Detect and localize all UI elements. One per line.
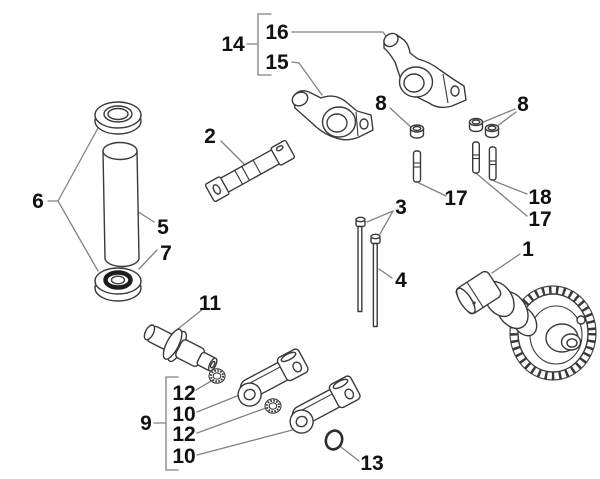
leader-8-right	[480, 108, 517, 128]
leader-lines	[47, 13, 528, 471]
washer-12a-drawing	[208, 368, 226, 384]
part-label-14: 14	[221, 33, 245, 56]
part-label-12-a: 12	[172, 382, 195, 405]
cap-8-left-drawing	[409, 124, 425, 139]
part-label-15: 15	[265, 51, 289, 74]
part-label-10-b: 10	[172, 445, 195, 468]
leader-2	[220, 140, 248, 168]
seal-ring-top-drawing	[94, 101, 142, 135]
link-arm-10a-drawing	[237, 348, 309, 407]
bracket-9	[153, 376, 179, 471]
bracket-14	[246, 13, 272, 76]
leader-12-a	[195, 379, 214, 391]
bracket-6	[47, 127, 99, 272]
part-labels: 14 16 15 2 8 8 17 18 17 6 5 7 3 4 1 11 9…	[32, 21, 552, 475]
part-label-8-right: 8	[517, 93, 529, 116]
seal-ring-bottom-drawing	[94, 267, 142, 302]
part-label-7: 7	[160, 242, 172, 265]
leader-17-right	[476, 173, 528, 217]
leader-10-b	[196, 428, 297, 456]
leader-12-b	[196, 407, 267, 434]
part-label-13: 13	[360, 452, 383, 475]
part-label-8-left: 8	[375, 92, 387, 115]
rocker-arm-15-drawing	[291, 90, 374, 141]
part-label-17-right: 17	[528, 208, 551, 231]
part-label-11: 11	[199, 292, 222, 315]
part-label-12-b: 12	[172, 423, 195, 446]
leader-18	[493, 180, 528, 195]
part-label-17-left: 17	[444, 187, 467, 210]
leader-1	[491, 253, 521, 274]
part-label-2: 2	[204, 125, 216, 148]
link-arm-10b-drawing	[289, 375, 361, 434]
tappet-drawing	[143, 324, 218, 372]
leader-5	[136, 210, 155, 223]
part-label-5: 5	[157, 216, 169, 239]
stud-17-left-drawing	[412, 150, 422, 183]
camshaft-gear-drawing	[455, 270, 597, 381]
part-label-3: 3	[395, 196, 407, 219]
o-ring-drawing	[324, 429, 344, 451]
pushrod-right-drawing	[370, 233, 381, 328]
rocker-arm-16-drawing	[383, 32, 467, 109]
cap-8-right-2-drawing	[484, 123, 500, 139]
leader-15	[291, 61, 323, 96]
pushrod-left-drawing	[355, 216, 366, 313]
part-label-16: 16	[265, 21, 288, 44]
part-label-1: 1	[522, 238, 534, 261]
part-label-4: 4	[395, 269, 407, 292]
leader-13	[340, 446, 360, 462]
leader-17-left	[418, 182, 447, 197]
leader-16	[291, 31, 393, 45]
stud-18-drawing	[488, 146, 497, 181]
leader-4	[378, 268, 393, 279]
cap-8-right-1-drawing	[468, 117, 484, 133]
part-label-9: 9	[140, 412, 152, 435]
part-label-18: 18	[528, 186, 552, 209]
valve-guide-tube-drawing	[102, 141, 140, 268]
stud-17-right-drawing	[472, 141, 481, 174]
rocker-shaft-drawing	[204, 139, 296, 203]
leader-3	[366, 210, 394, 235]
part-label-6: 6	[32, 190, 44, 213]
washer-12b-drawing	[264, 398, 282, 414]
leader-7	[138, 249, 158, 270]
leader-8-left	[389, 107, 414, 130]
part-label-10-a: 10	[172, 403, 195, 426]
